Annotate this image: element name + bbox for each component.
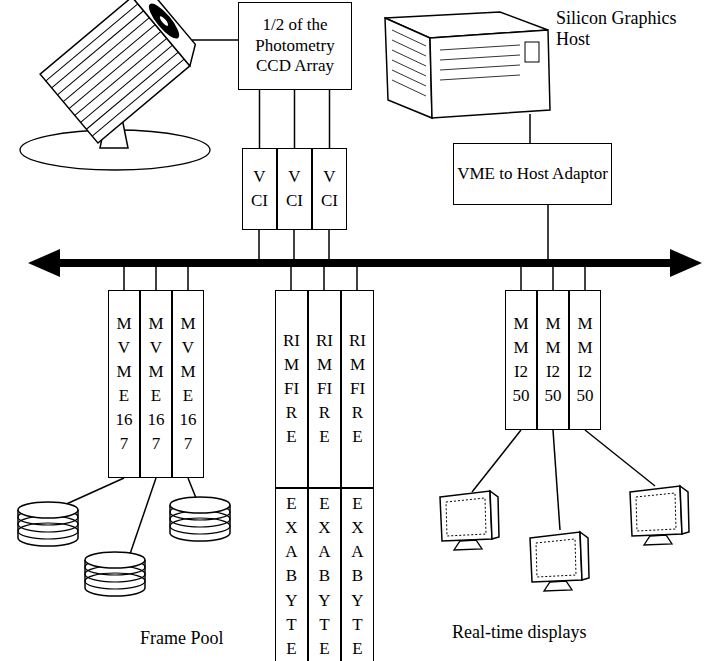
host-label: Silicon Graphics Host [556, 8, 704, 49]
adaptor-box: VME to Host Adaptor [453, 143, 612, 205]
node-text: RIMFIRE [349, 329, 366, 450]
connector-line [259, 90, 260, 148]
node-text: EXABYTE [283, 492, 300, 661]
group-label: Real-time displays [452, 622, 702, 643]
connector-line [294, 90, 295, 148]
scsi-card: RIMFIRE [341, 290, 374, 488]
interface-card: VCI [312, 148, 347, 230]
telescope [20, 0, 210, 170]
node-text: MVME167 [148, 312, 165, 457]
group-label: Frame Pool [140, 628, 280, 649]
node-text: MMI250 [545, 312, 562, 409]
node-text: 1/2 of the Photometry CCD Array [239, 15, 351, 76]
tape-drive: EXABYTE [275, 488, 308, 661]
monitor [440, 486, 689, 591]
node-text: MMI250 [513, 312, 530, 409]
node-text: VME to Host Adaptor [457, 164, 608, 184]
interface-card: VCI [277, 148, 312, 230]
node-text: RIMFIRE [283, 329, 300, 450]
connector-line [329, 90, 330, 148]
interface-card: VCI [242, 148, 277, 230]
display-card: MMI250 [505, 290, 537, 430]
vme-bus [28, 249, 702, 277]
cpu-card: MVME167 [140, 290, 172, 478]
node-text: MMI250 [577, 312, 594, 409]
scsi-card: RIMFIRE [275, 290, 308, 488]
tape-drive: EXABYTE [308, 488, 341, 661]
node-text: EXABYTE [349, 492, 366, 661]
node-text: VCI [251, 165, 268, 213]
cpu-card: MVME167 [172, 290, 204, 478]
display-card: MMI250 [569, 290, 601, 430]
detector-box: 1/2 of the Photometry CCD Array [238, 2, 352, 90]
host-computer [385, 12, 550, 118]
node-text: VCI [286, 165, 303, 213]
cpu-card: MVME167 [108, 290, 140, 478]
tape-drive: EXABYTE [341, 488, 374, 661]
node-text: EXABYTE [316, 492, 333, 661]
display-card: MMI250 [537, 290, 569, 430]
node-text: RIMFIRE [316, 329, 333, 450]
node-text: MVME167 [180, 312, 197, 457]
node-text: VCI [321, 165, 338, 213]
scsi-card: RIMFIRE [308, 290, 341, 488]
node-text: MVME167 [116, 312, 133, 457]
disk-stack [18, 497, 230, 596]
